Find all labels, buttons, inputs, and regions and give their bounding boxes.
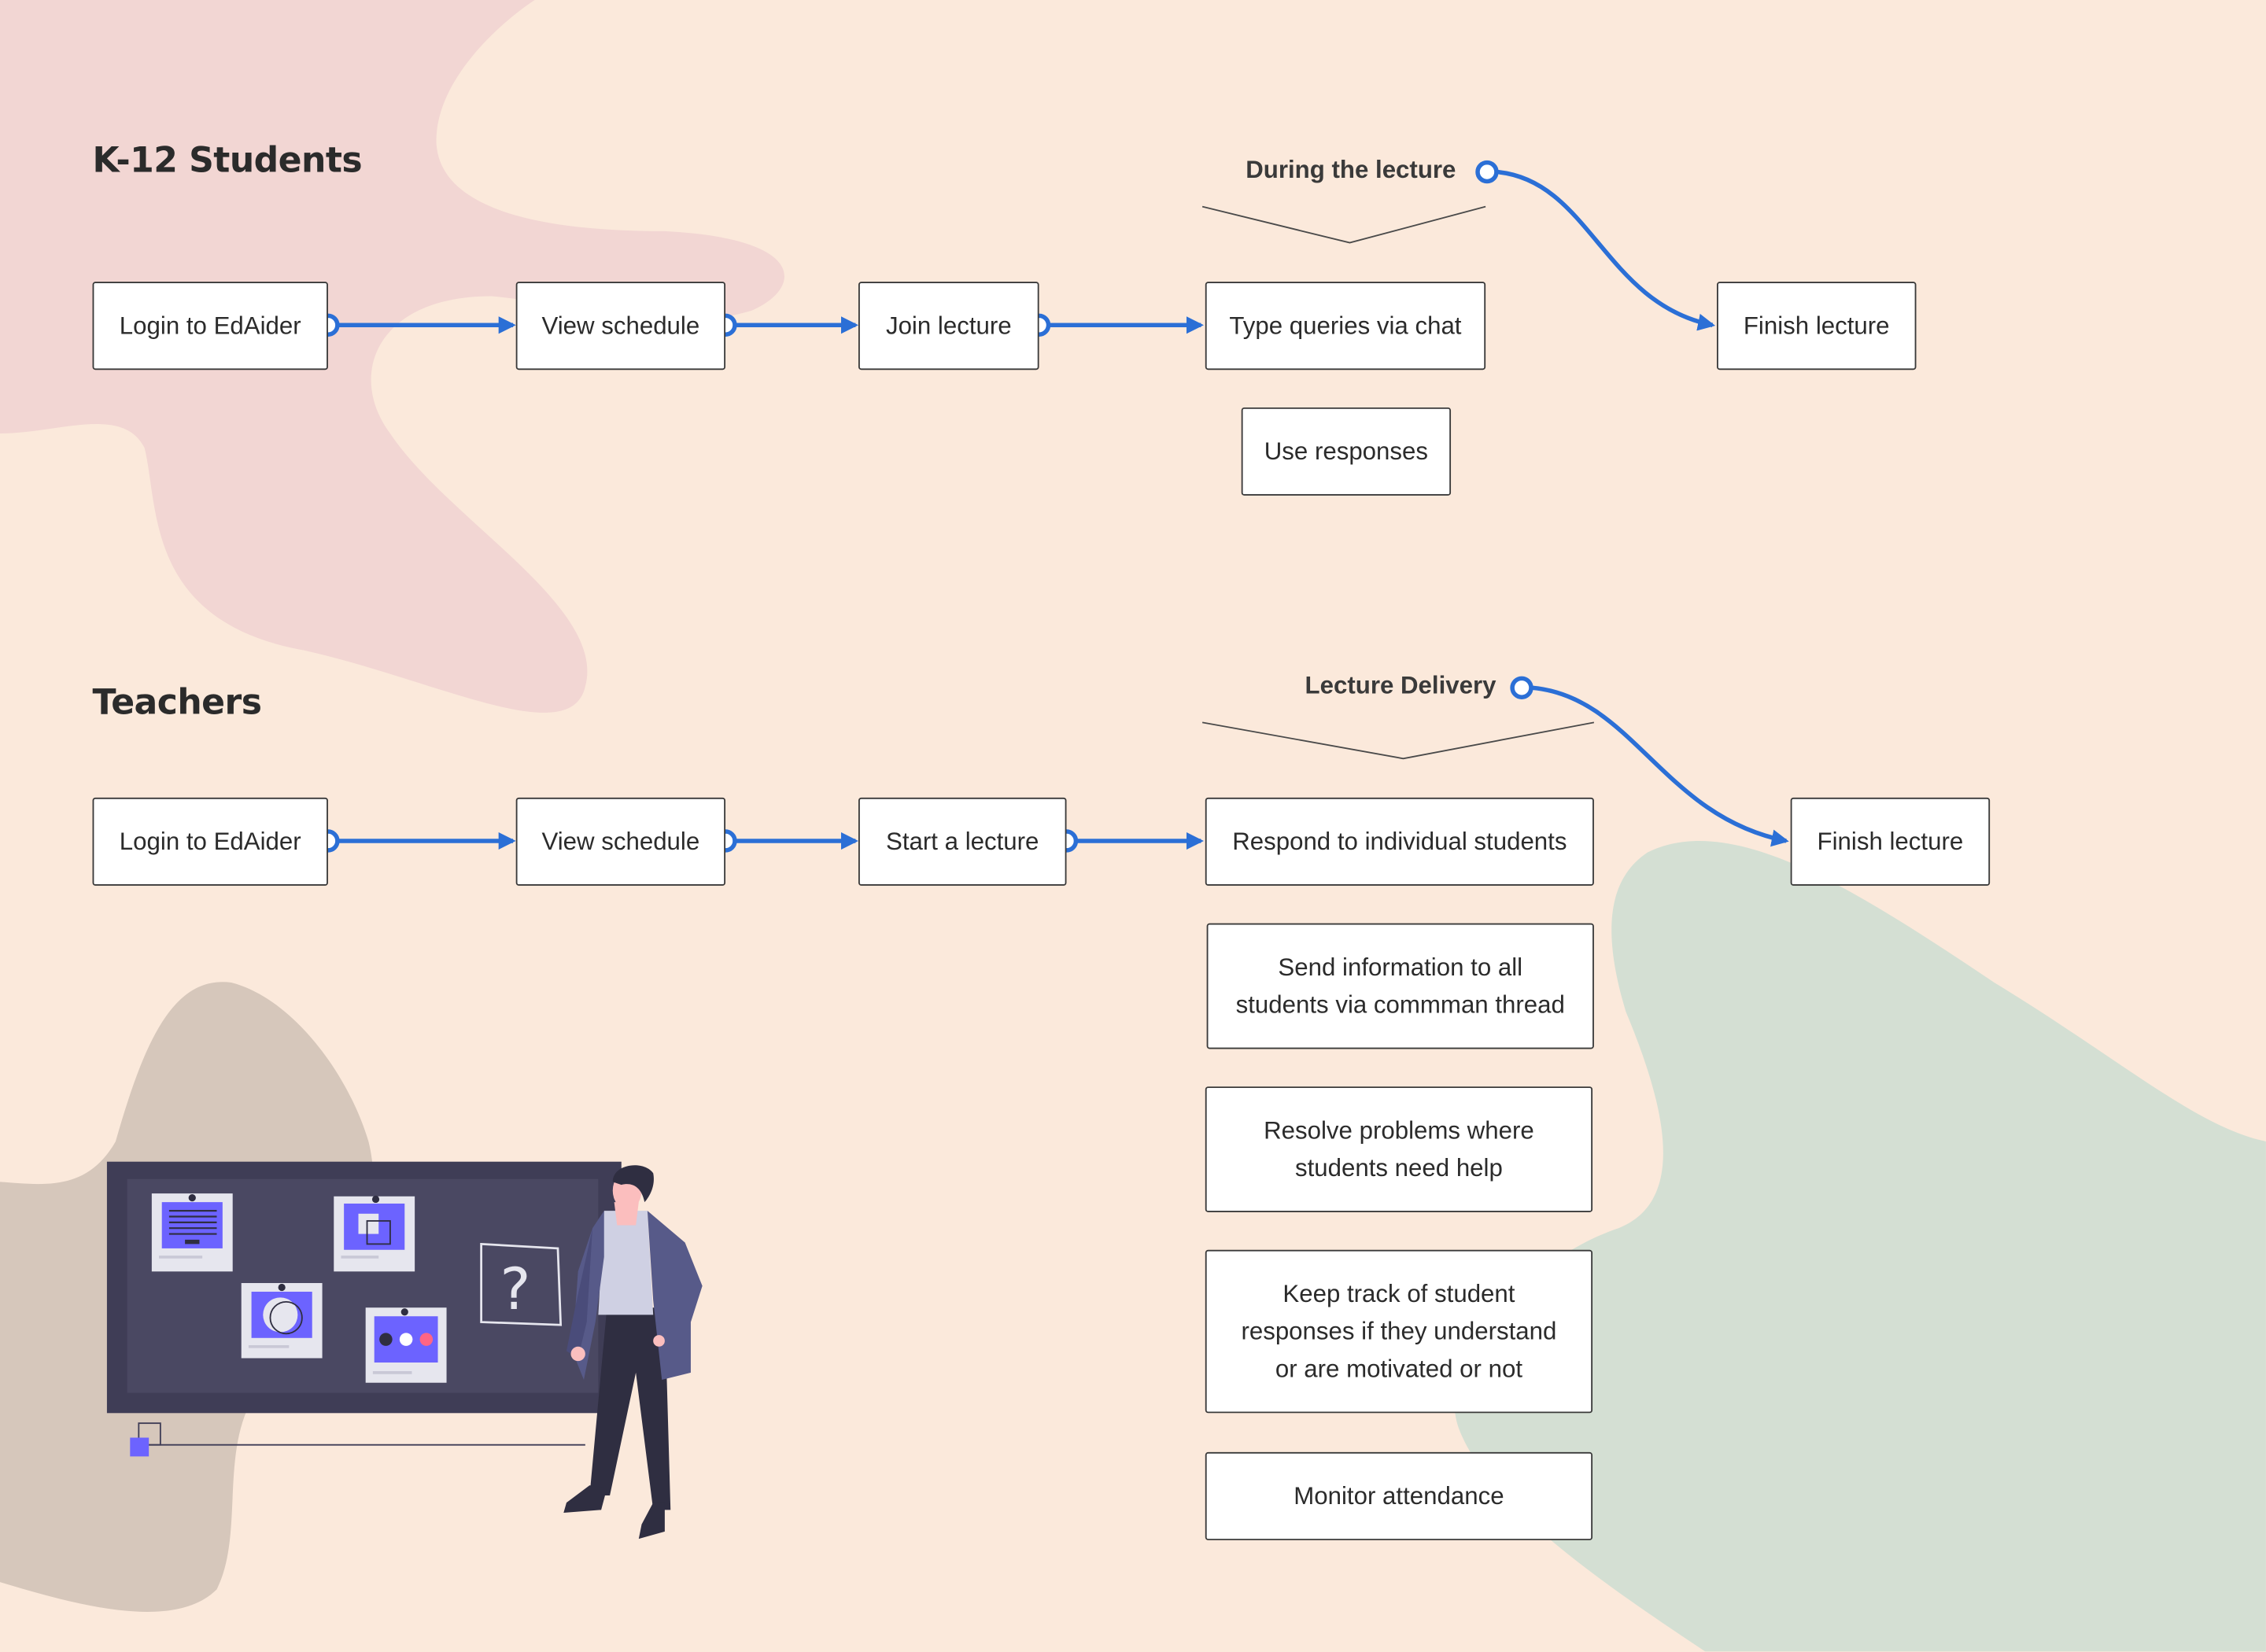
step-label: Finish lecture bbox=[1817, 827, 1964, 855]
blob-green bbox=[1454, 840, 2266, 1652]
handle-students-group bbox=[1475, 160, 1499, 184]
teachers-heading: Teachers bbox=[92, 681, 262, 723]
students-step-join-lecture[interactable]: Join lecture bbox=[858, 282, 1039, 371]
teachers-substep-resolve-problems[interactable]: Resolve problems where students need hel… bbox=[1205, 1086, 1593, 1212]
handle-teachers-group bbox=[1510, 676, 1533, 699]
person-figure bbox=[563, 1165, 703, 1540]
students-step-type-queries[interactable]: Type queries via chat bbox=[1205, 282, 1486, 371]
bracket-teachers-group bbox=[1201, 721, 1595, 760]
step-label: Use responses bbox=[1264, 437, 1429, 465]
students-group-label: During the lecture bbox=[1246, 156, 1456, 184]
step-label: Login to EdAider bbox=[119, 311, 301, 339]
svg-text:?: ? bbox=[500, 1256, 530, 1323]
teachers-substep-keep-track[interactable]: Keep track of student responses if they … bbox=[1205, 1249, 1593, 1414]
question-mark-icon: ? bbox=[480, 1242, 563, 1326]
bracket-students-group bbox=[1201, 205, 1486, 244]
card-circle-icon bbox=[241, 1282, 323, 1359]
step-label: Join lecture bbox=[885, 311, 1012, 339]
teachers-step-login[interactable]: Login to EdAider bbox=[92, 797, 328, 886]
teachers-substep-monitor-attendance[interactable]: Monitor attendance bbox=[1205, 1451, 1593, 1540]
step-label: Send information to all students via com… bbox=[1235, 953, 1565, 1018]
step-label: View schedule bbox=[541, 827, 700, 855]
connector-students-group bbox=[1497, 169, 1716, 331]
students-step-finish-lecture[interactable]: Finish lecture bbox=[1716, 282, 1917, 371]
students-step-login[interactable]: Login to EdAider bbox=[92, 282, 328, 371]
connector-teachers-group bbox=[1531, 685, 1789, 847]
students-heading: K-12 Students bbox=[92, 140, 363, 181]
step-label: Start a lecture bbox=[886, 827, 1039, 855]
students-step-view-schedule[interactable]: View schedule bbox=[515, 282, 726, 371]
step-label: Finish lecture bbox=[1743, 311, 1890, 339]
teachers-group-label: Lecture Delivery bbox=[1305, 672, 1497, 699]
teachers-step-view-schedule[interactable]: View schedule bbox=[515, 797, 726, 886]
card-dots-icon bbox=[365, 1307, 447, 1383]
step-label: View schedule bbox=[541, 311, 700, 339]
teachers-substep-send-info[interactable]: Send information to all students via com… bbox=[1206, 923, 1594, 1049]
card-document-icon bbox=[151, 1193, 233, 1272]
step-label: Keep track of student responses if they … bbox=[1241, 1279, 1557, 1382]
teachers-step-finish-lecture[interactable]: Finish lecture bbox=[1790, 797, 1991, 886]
purple-square-icon bbox=[130, 1437, 149, 1457]
step-label: Resolve problems where students need hel… bbox=[1264, 1115, 1534, 1182]
students-substep-use-responses[interactable]: Use responses bbox=[1241, 407, 1452, 496]
step-label: Login to EdAider bbox=[119, 827, 301, 855]
step-label: Monitor attendance bbox=[1294, 1481, 1504, 1510]
blob-pink bbox=[0, 0, 784, 713]
teachers-step-respond-individual[interactable]: Respond to individual students bbox=[1205, 797, 1594, 886]
step-label: Respond to individual students bbox=[1232, 827, 1567, 855]
card-square-icon bbox=[334, 1195, 415, 1272]
step-label: Type queries via chat bbox=[1229, 311, 1462, 339]
teachers-step-start-lecture[interactable]: Start a lecture bbox=[858, 797, 1067, 886]
